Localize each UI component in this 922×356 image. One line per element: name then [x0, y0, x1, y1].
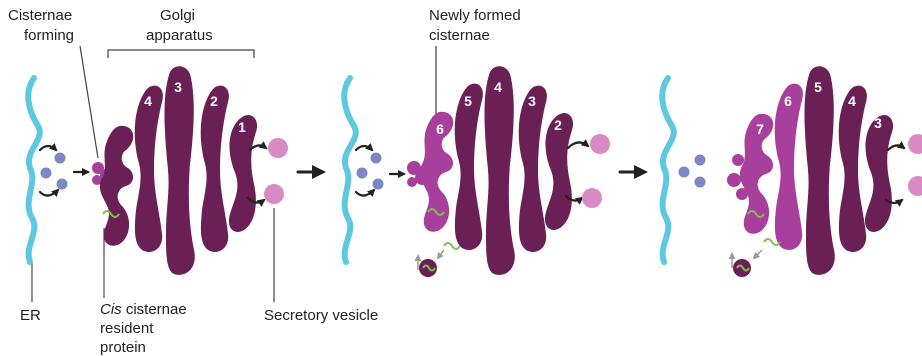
cisterna-3	[519, 86, 547, 252]
transport-vesicle	[695, 155, 706, 166]
stage-3: 7 6 5 4 3	[662, 66, 922, 277]
curved-arrow	[356, 146, 372, 150]
cisterna-4	[135, 86, 163, 252]
cisterna-number: 2	[554, 117, 562, 133]
transport-vesicle	[679, 167, 690, 178]
cisterna-3	[865, 115, 893, 232]
cisterna-3	[165, 66, 195, 275]
cisterna-number: 5	[118, 109, 126, 125]
er-membrane	[28, 78, 40, 262]
cisterna-number: 5	[464, 93, 472, 109]
cisterna-4	[485, 66, 515, 275]
golgi-bracket	[108, 50, 254, 58]
cisternae-forming-label: Cisternae forming	[8, 7, 76, 44]
cisterna-2	[201, 86, 229, 252]
secretory-vesicle	[590, 134, 610, 154]
golgi-apparatus-label: Golgi apparatus	[146, 7, 213, 44]
transport-vesicle	[371, 153, 382, 164]
cisterna-number: 5	[814, 79, 822, 95]
transport-vesicle	[695, 177, 706, 188]
curved-arrow	[40, 190, 58, 196]
cisterna-number: 6	[436, 121, 444, 137]
cis-resident-protein	[444, 243, 460, 249]
cisternae-forming-pointer	[80, 46, 98, 158]
stage-2: 6 5 4 3 2	[344, 66, 610, 277]
curved-arrow	[886, 200, 902, 203]
transport-vesicle	[55, 153, 66, 164]
cisterna-number: 4	[494, 79, 502, 95]
secretory-vesicle	[908, 134, 922, 154]
forming-cisterna-vesicle	[727, 173, 741, 187]
forming-cisterna-vesicle	[732, 154, 744, 166]
cisterna-number: 3	[174, 79, 182, 95]
cisterna-number: 6	[784, 93, 792, 109]
er-membrane	[344, 78, 356, 262]
secretory-vesicle-label: Secretory vesicle	[264, 307, 378, 324]
cisterna-number: 3	[528, 93, 536, 109]
secretory-vesicle	[908, 176, 922, 196]
secretory-vesicle	[264, 184, 284, 204]
cisterna-4	[839, 86, 867, 252]
cisterna-number: 3	[874, 115, 882, 131]
er-label: ER	[20, 307, 41, 324]
secretory-vesicle	[582, 188, 602, 208]
stage-1: 5 4 3 2 1	[28, 66, 288, 275]
cisterna-number: 1	[238, 119, 246, 135]
cis-resident-protein-label: Cis cisternae resident protein	[100, 301, 191, 356]
cisterna-number: 2	[210, 93, 218, 109]
transport-vesicle	[41, 168, 52, 179]
newly-formed-cisternae-label: Newly formed cisternae	[429, 7, 525, 44]
secretory-vesicle	[268, 138, 288, 158]
transport-vesicle	[57, 179, 68, 190]
curved-arrow	[888, 145, 904, 150]
transport-vesicle	[357, 168, 368, 179]
cisterna-number: 7	[756, 121, 764, 137]
curved-arrow	[568, 142, 588, 148]
cisterna-5	[100, 126, 133, 246]
retrograde-arrow	[438, 250, 444, 258]
transport-vesicle	[373, 179, 384, 190]
curved-arrow	[356, 190, 374, 196]
cisterna-number: 4	[144, 93, 152, 109]
er-membrane	[662, 78, 674, 262]
retrograde-arrow	[754, 250, 762, 258]
cisterna-5	[805, 66, 835, 275]
cisterna-number: 4	[848, 93, 856, 109]
forming-cisterna-vesicle	[407, 177, 417, 187]
curved-arrow	[40, 146, 56, 150]
